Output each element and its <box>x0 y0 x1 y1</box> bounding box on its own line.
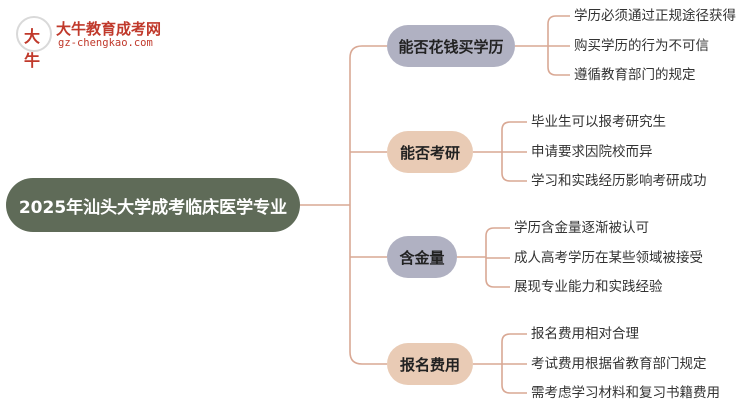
branch-value: 含金量 <box>387 236 457 278</box>
branch-connector <box>349 351 387 365</box>
logo-site-name: 大牛教育成考网 <box>56 20 162 38</box>
logo-site-url: gz-chengkao.com <box>58 37 153 49</box>
branch-fees: 报名费用 <box>387 343 473 385</box>
site-logo[interactable]: 大牛 大牛教育成考网 gz-chengkao.com <box>16 16 166 70</box>
leaf-item: 需考虑学习材料和复习书籍费用 <box>531 385 720 401</box>
branch-postgraduate: 能否考研 <box>387 131 473 173</box>
leaf-item: 申请要求因院校而异 <box>531 144 653 160</box>
leaf-item: 成人高考学历在某些领域被接受 <box>514 250 703 266</box>
leaf-item: 学历含金量逐渐被认可 <box>514 220 649 236</box>
leaf-item: 学历必须通过正规途径获得 <box>574 8 736 24</box>
leaf-item: 学习和实践经历影响考研成功 <box>531 173 707 189</box>
leaf-item: 购买学历的行为不可信 <box>574 38 709 54</box>
leaf-item: 报名费用相对合理 <box>531 326 639 342</box>
leaf-item: 考试费用根据省教育部门规定 <box>531 356 707 372</box>
logo-glyph: 大牛 <box>24 27 41 70</box>
branch-connector <box>349 45 387 59</box>
branch-buy-degree: 能否花钱买学历 <box>387 25 515 67</box>
root-node: 2025年汕头大学成考临床医学专业 <box>6 178 300 232</box>
logo-mark-icon: 大牛 <box>16 16 52 70</box>
leaf-item: 毕业生可以报考研究生 <box>531 114 666 130</box>
leaf-item: 遵循教育部门的规定 <box>574 67 696 83</box>
leaf-item: 展现专业能力和实践经验 <box>514 279 663 295</box>
